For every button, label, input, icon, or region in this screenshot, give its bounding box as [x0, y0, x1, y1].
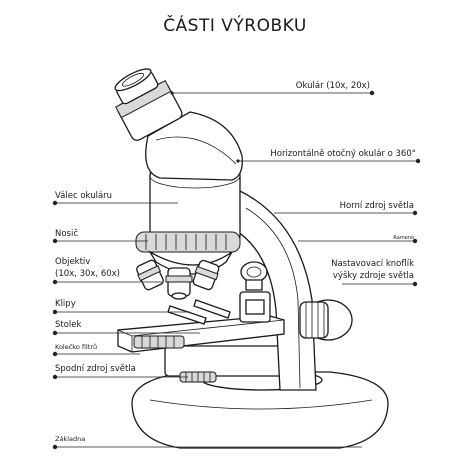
- label-valec-okularu: Válec okuláru: [55, 191, 112, 201]
- nosepiece: [135, 231, 241, 253]
- upper-light: [240, 261, 268, 283]
- stage-clips: [167, 305, 207, 325]
- arm: [231, 189, 317, 391]
- base: [131, 371, 389, 449]
- label-nosic: Nosič: [55, 228, 78, 239]
- label-vysky-zdroje-svetla: výšky zdroje světla: [333, 270, 414, 281]
- label-stolek: Stolek: [55, 320, 82, 330]
- microscope-illustration: [114, 68, 389, 449]
- label-nastavovaci-knoflik: Nastavovací knoflík: [331, 259, 414, 269]
- label-okular: Okulár (10x, 20x): [296, 81, 370, 91]
- diagram-title: ČÁSTI VÝROBKU: [163, 16, 307, 36]
- leader-lines: [52, 90, 421, 450]
- label-horni-zdroj-svetla: Horní zdroj světla: [340, 201, 414, 211]
- rotating-head: [145, 111, 243, 181]
- label-spodni-zdroj-svetla: Spodní zdroj světla: [55, 364, 136, 374]
- label-objektiv-magnification: (10x, 30x, 60x): [55, 269, 120, 279]
- label-zakladna: Základna: [55, 435, 85, 443]
- eyepiece: [114, 68, 183, 141]
- label-kolecko-filtru: Kolečko filtrů: [55, 343, 97, 351]
- label-objektiv: Objektiv: [55, 257, 90, 267]
- label-klipy: Klipy: [55, 299, 76, 309]
- label-rameno: Rameno: [393, 235, 414, 241]
- filter-wheel: [133, 335, 185, 349]
- label-horizontal-eyepiece: Horizontálně otočný okulár o 360°: [270, 148, 416, 159]
- labels: Okulár (10x, 20x) Horizontálně otočný ok…: [55, 81, 416, 443]
